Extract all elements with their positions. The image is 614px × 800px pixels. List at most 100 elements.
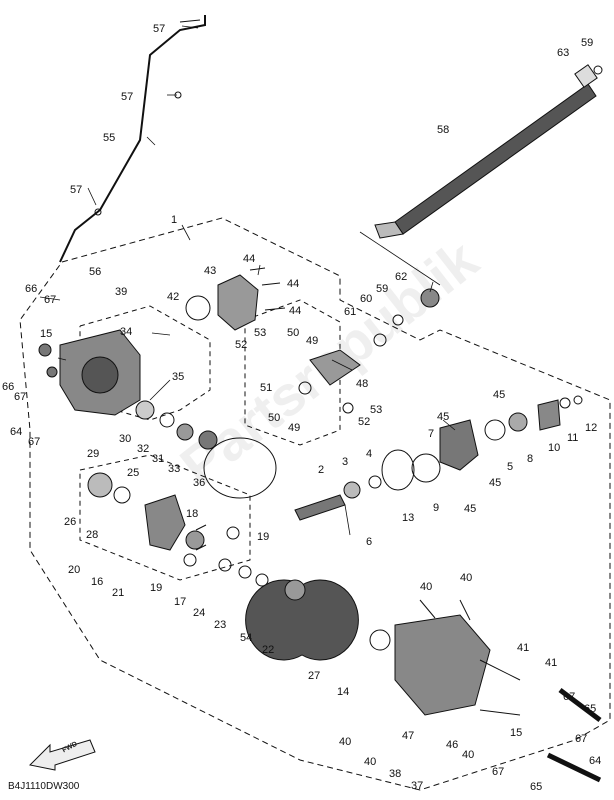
callout-63: 63 [557, 47, 569, 59]
callout-59: 59 [581, 37, 593, 49]
callout-65: 65 [530, 781, 542, 793]
callout-27: 27 [308, 670, 320, 682]
long-bolt-lower [546, 752, 602, 783]
callout-35: 35 [172, 371, 184, 383]
callout-45: 45 [489, 477, 501, 489]
differential-subassembly-box [79, 454, 251, 581]
callout-67: 67 [563, 691, 575, 703]
callout-49: 49 [288, 422, 300, 434]
callout-67: 67 [575, 733, 587, 745]
callout-67: 67 [44, 294, 56, 306]
callout-41: 41 [517, 642, 529, 654]
callout-10: 10 [548, 442, 560, 454]
callout-16: 16 [91, 576, 103, 588]
callout-42: 42 [167, 291, 179, 303]
callout-40: 40 [420, 581, 432, 593]
callout-57: 57 [70, 184, 82, 196]
callout-45: 45 [464, 503, 476, 515]
callout-25: 25 [127, 467, 139, 479]
callout-20: 20 [68, 564, 80, 576]
callout-40: 40 [339, 736, 351, 748]
callout-34: 34 [120, 326, 132, 338]
propeller-shaft [374, 64, 603, 239]
callout-48: 48 [356, 378, 368, 390]
callout-40: 40 [462, 749, 474, 761]
callout-41: 41 [545, 657, 557, 669]
callout-4: 4 [366, 448, 372, 460]
main-gear-case [394, 614, 491, 716]
callout-67: 67 [28, 436, 40, 448]
callout-40: 40 [364, 756, 376, 768]
callout-44: 44 [287, 278, 299, 290]
callout-28: 28 [86, 529, 98, 541]
callout-9: 9 [433, 502, 439, 514]
fwd-arrow [28, 739, 96, 771]
callout-44: 44 [243, 253, 255, 265]
caliper [217, 274, 259, 331]
yoke [309, 349, 361, 386]
callout-13: 13 [402, 512, 414, 524]
callout-52: 52 [358, 416, 370, 428]
callout-52: 52 [235, 339, 247, 351]
callout-54: 54 [240, 632, 252, 644]
callout-50: 50 [268, 412, 280, 424]
callout-15: 15 [510, 727, 522, 739]
callout-45: 45 [437, 411, 449, 423]
callout-66: 66 [25, 283, 37, 295]
callout-3: 3 [342, 456, 348, 468]
callout-30: 30 [119, 433, 131, 445]
callout-64: 64 [10, 426, 22, 438]
rear-gear-housing [38, 329, 141, 416]
callout-2: 2 [318, 464, 324, 476]
callout-67: 67 [14, 391, 26, 403]
callout-19: 19 [150, 582, 162, 594]
callout-59: 59 [376, 283, 388, 295]
callout-7: 7 [428, 428, 434, 440]
callout-29: 29 [87, 448, 99, 460]
callout-55: 55 [103, 132, 115, 144]
callout-49: 49 [306, 335, 318, 347]
callout-64: 64 [589, 755, 601, 767]
callout-23: 23 [214, 619, 226, 631]
callout-11: 11 [567, 432, 578, 444]
callout-24: 24 [193, 607, 205, 619]
callout-57: 57 [121, 91, 133, 103]
callout-53: 53 [370, 404, 382, 416]
callout-46: 46 [446, 739, 458, 751]
callout-62: 62 [395, 271, 407, 283]
callout-14: 14 [337, 686, 349, 698]
long-bolt-upper [558, 688, 602, 722]
callout-50: 50 [287, 327, 299, 339]
ring-gear [245, 579, 359, 661]
rear-subassembly-box [79, 305, 211, 421]
callout-39: 39 [115, 286, 127, 298]
callout-43: 43 [204, 265, 216, 277]
callout-33: 33 [168, 463, 180, 475]
diagram-code: B4J1110DW300 [8, 781, 80, 792]
callout-15: 15 [40, 328, 52, 340]
callout-37: 37 [411, 780, 423, 792]
callout-6: 6 [366, 536, 372, 548]
callout-36: 36 [193, 477, 205, 489]
callout-8: 8 [527, 453, 533, 465]
brake-hose [59, 15, 206, 263]
diff-case [144, 494, 186, 551]
callout-22: 22 [262, 644, 274, 656]
callout-12: 12 [585, 422, 597, 434]
callout-53: 53 [254, 327, 266, 339]
callout-58: 58 [437, 124, 449, 136]
yoke-subassembly-box [244, 299, 341, 446]
callout-56: 56 [89, 266, 101, 278]
callout-45: 45 [493, 389, 505, 401]
callout-51: 51 [260, 382, 272, 394]
callout-19: 19 [257, 531, 269, 543]
front-output-housing [439, 419, 479, 471]
callout-40: 40 [460, 572, 472, 584]
callout-32: 32 [137, 443, 149, 455]
callout-5: 5 [507, 461, 513, 473]
callout-61: 61 [344, 306, 356, 318]
callout-38: 38 [389, 768, 401, 780]
callout-67: 67 [492, 766, 504, 778]
